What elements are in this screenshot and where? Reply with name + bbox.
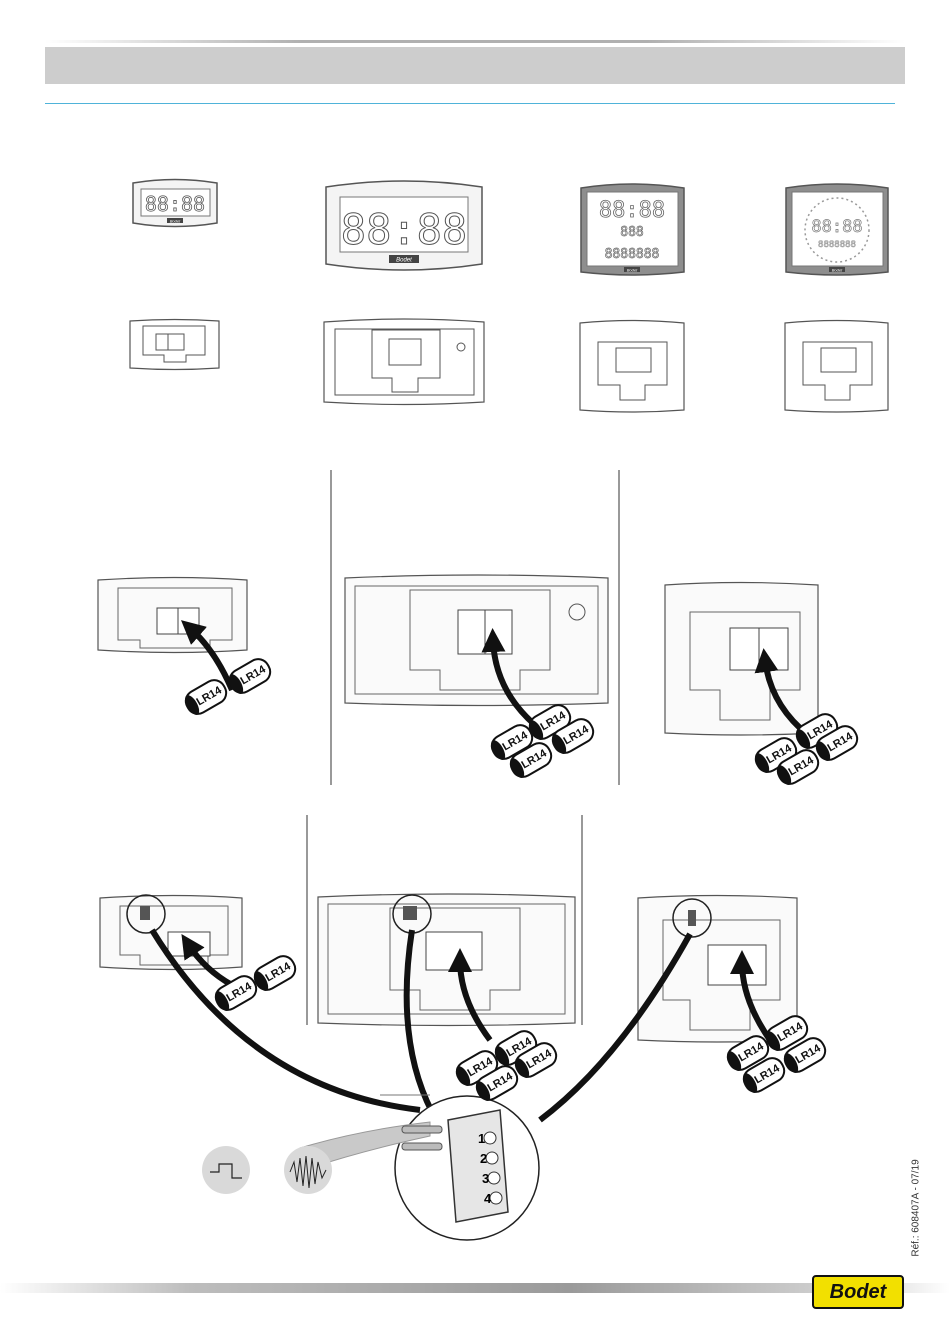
clock-back-small — [130, 320, 219, 370]
clock-time-display: 88:88 — [341, 205, 467, 254]
clock-back-square-ring — [785, 321, 888, 413]
clock-time-display: 88:88 — [599, 198, 665, 223]
battery-install-small — [98, 578, 247, 691]
brand-logo-text: Bodet — [814, 1277, 902, 1307]
document-reference: Réf.: 608407A - 07/19 — [906, 1150, 926, 1265]
square-wave-icon — [202, 1146, 250, 1194]
clock-back-large — [324, 319, 484, 405]
terminal-label-3: 3 — [482, 1171, 489, 1186]
reference-text: Réf.: 608407A - 07/19 — [911, 1159, 922, 1256]
clock-front-square-calendar: 88:88 888 8888888 Bodet — [581, 184, 684, 275]
terminal-label-1: 1 — [478, 1131, 485, 1146]
wiring-install-small — [100, 895, 242, 985]
footer-gradient-bar — [0, 1283, 950, 1293]
wiring-install-square — [638, 896, 797, 1043]
lr14-battery: LR14 — [226, 655, 274, 697]
clock-long-display: 8888888 — [818, 240, 856, 250]
clock-brand-label: Bodet — [170, 219, 181, 224]
battery-install-square — [665, 583, 818, 736]
clock-brand-label: Bodet — [396, 258, 412, 264]
clock-front-small: 88:88 Bodet — [133, 180, 217, 227]
clock-brand-label: Bodet — [627, 268, 638, 273]
lr14-battery: LR14 — [182, 676, 230, 718]
terminal-block-zoom: 1 2 3 4 — [300, 1096, 539, 1240]
terminal-label-2: 2 — [480, 1151, 487, 1166]
clock-time-display: 88:88 — [145, 192, 205, 216]
wiring-install-large — [318, 894, 575, 1040]
battery-install-large — [345, 575, 608, 725]
clock-back-square-calendar — [580, 321, 684, 413]
clock-front-large: 88:88 Bodet — [326, 181, 482, 270]
brand-logo: Bodet — [812, 1275, 904, 1309]
clock-front-square-ring: 88:88 8888888 Bodet — [786, 184, 888, 275]
clock-long-display: 8888888 — [605, 247, 660, 262]
clock-time-display: 88:88 — [811, 217, 862, 237]
clock-date-display: 888 — [620, 225, 643, 240]
clock-brand-label: Bodet — [832, 268, 843, 273]
noise-wave-icon — [284, 1146, 332, 1194]
lr14-battery: LR14 — [251, 952, 299, 994]
terminal-label-4: 4 — [484, 1191, 492, 1206]
